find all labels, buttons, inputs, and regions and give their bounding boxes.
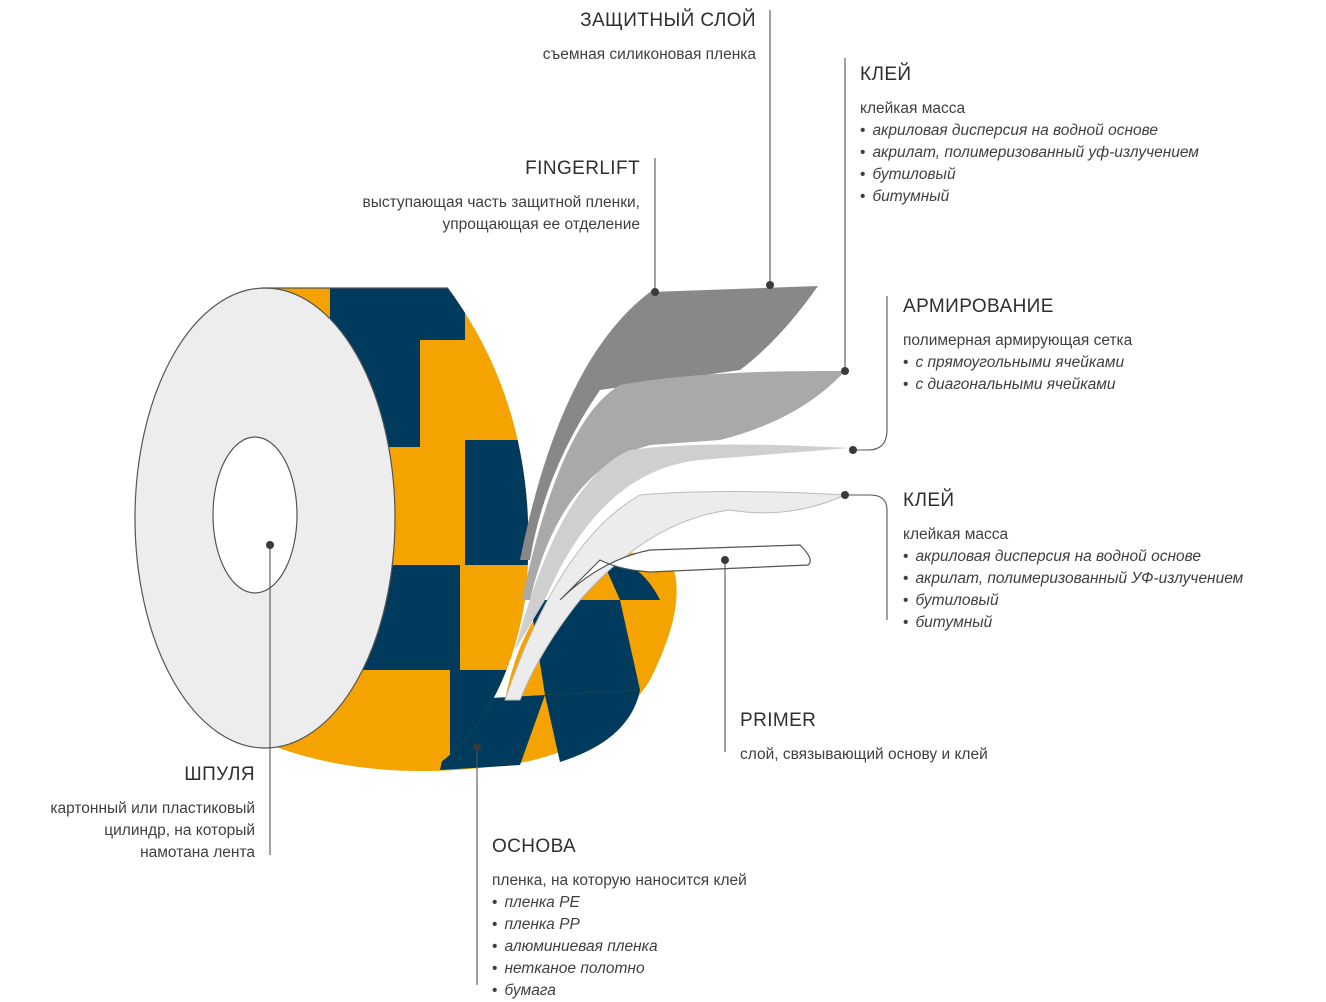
label-desc: картонный или пластиковый цилиндр, на ко…	[50, 800, 255, 861]
label-base: ОСНОВА пленка, на которую наносится клей…	[492, 836, 822, 1002]
label-desc: клейкая масса	[860, 100, 966, 117]
list-item: бумага	[492, 980, 822, 1002]
primer-layer	[559, 544, 811, 601]
label-title: ШПУЛЯ	[184, 764, 255, 785]
reinforcement-layer	[515, 444, 850, 650]
label-primer: PRIMER слой, связывающий основу и клей	[740, 710, 1080, 766]
label-fingerlift: FINGERLIFT выступающая часть защитной пл…	[295, 158, 640, 236]
leader-dots	[266, 281, 857, 751]
list-item: бутиловый	[860, 164, 1300, 186]
list-item: пленка PP	[492, 914, 822, 936]
label-title: ЗАЩИТНЫЙ СЛОЙ	[580, 10, 756, 31]
label-spool: ШПУЛЯ картонный или пластиковый цилиндр,…	[5, 764, 255, 864]
list-item: битумный	[903, 612, 1323, 634]
label-glue-top: КЛЕЙ клейкая масса акриловая дисперсия н…	[860, 64, 1300, 208]
list-item: акрилат, полимеризованный уф-излучением	[860, 142, 1300, 164]
list-item: акриловая дисперсия на водной основе	[860, 120, 1300, 142]
label-desc: полимерная армирующая сетка	[903, 332, 1133, 349]
list-item: с диагональными ячейками	[903, 374, 1303, 396]
label-desc: съемная силиконовая пленка	[542, 46, 756, 63]
list-item: пленка PE	[492, 892, 822, 914]
label-title: FINGERLIFT	[525, 158, 640, 179]
label-title: ОСНОВА	[492, 836, 577, 857]
label-title: КЛЕЙ	[903, 490, 955, 511]
label-reinforcement: АРМИРОВАНИЕ полимерная армирующая сетка …	[903, 296, 1303, 396]
label-desc: выступающая часть защитной пленки, упрощ…	[362, 194, 640, 233]
spool	[134, 287, 448, 749]
list-item: акрилат, полимеризованный УФ-излучением	[903, 568, 1323, 590]
glue-layer-top	[522, 370, 845, 600]
list-item: бутиловый	[903, 590, 1323, 612]
label-title: АРМИРОВАНИЕ	[903, 296, 1054, 317]
protective-film-layer	[520, 286, 818, 560]
glue-layer-bottom	[504, 491, 846, 701]
list-item: акриловая дисперсия на водной основе	[903, 546, 1323, 568]
label-desc: слой, связывающий основу и клей	[740, 746, 988, 763]
label-desc: клейкая масса	[903, 526, 1009, 543]
list-item: битумный	[860, 186, 1300, 208]
list-item: алюминиевая пленка	[492, 936, 822, 958]
label-glue-bottom: КЛЕЙ клейкая масса акриловая дисперсия н…	[903, 490, 1323, 634]
label-desc: пленка, на которую наносится клей	[492, 872, 747, 889]
list-item: с прямоугольными ячейками	[903, 352, 1303, 374]
label-title: КЛЕЙ	[860, 64, 912, 85]
leader-lines	[269, 10, 888, 985]
list-item: нетканое полотно	[492, 958, 822, 980]
label-protective-layer: ЗАЩИТНЫЙ СЛОЙ съемная силиконовая пленка	[456, 10, 756, 66]
label-title: PRIMER	[740, 710, 817, 731]
spool-core-hole	[212, 436, 298, 594]
